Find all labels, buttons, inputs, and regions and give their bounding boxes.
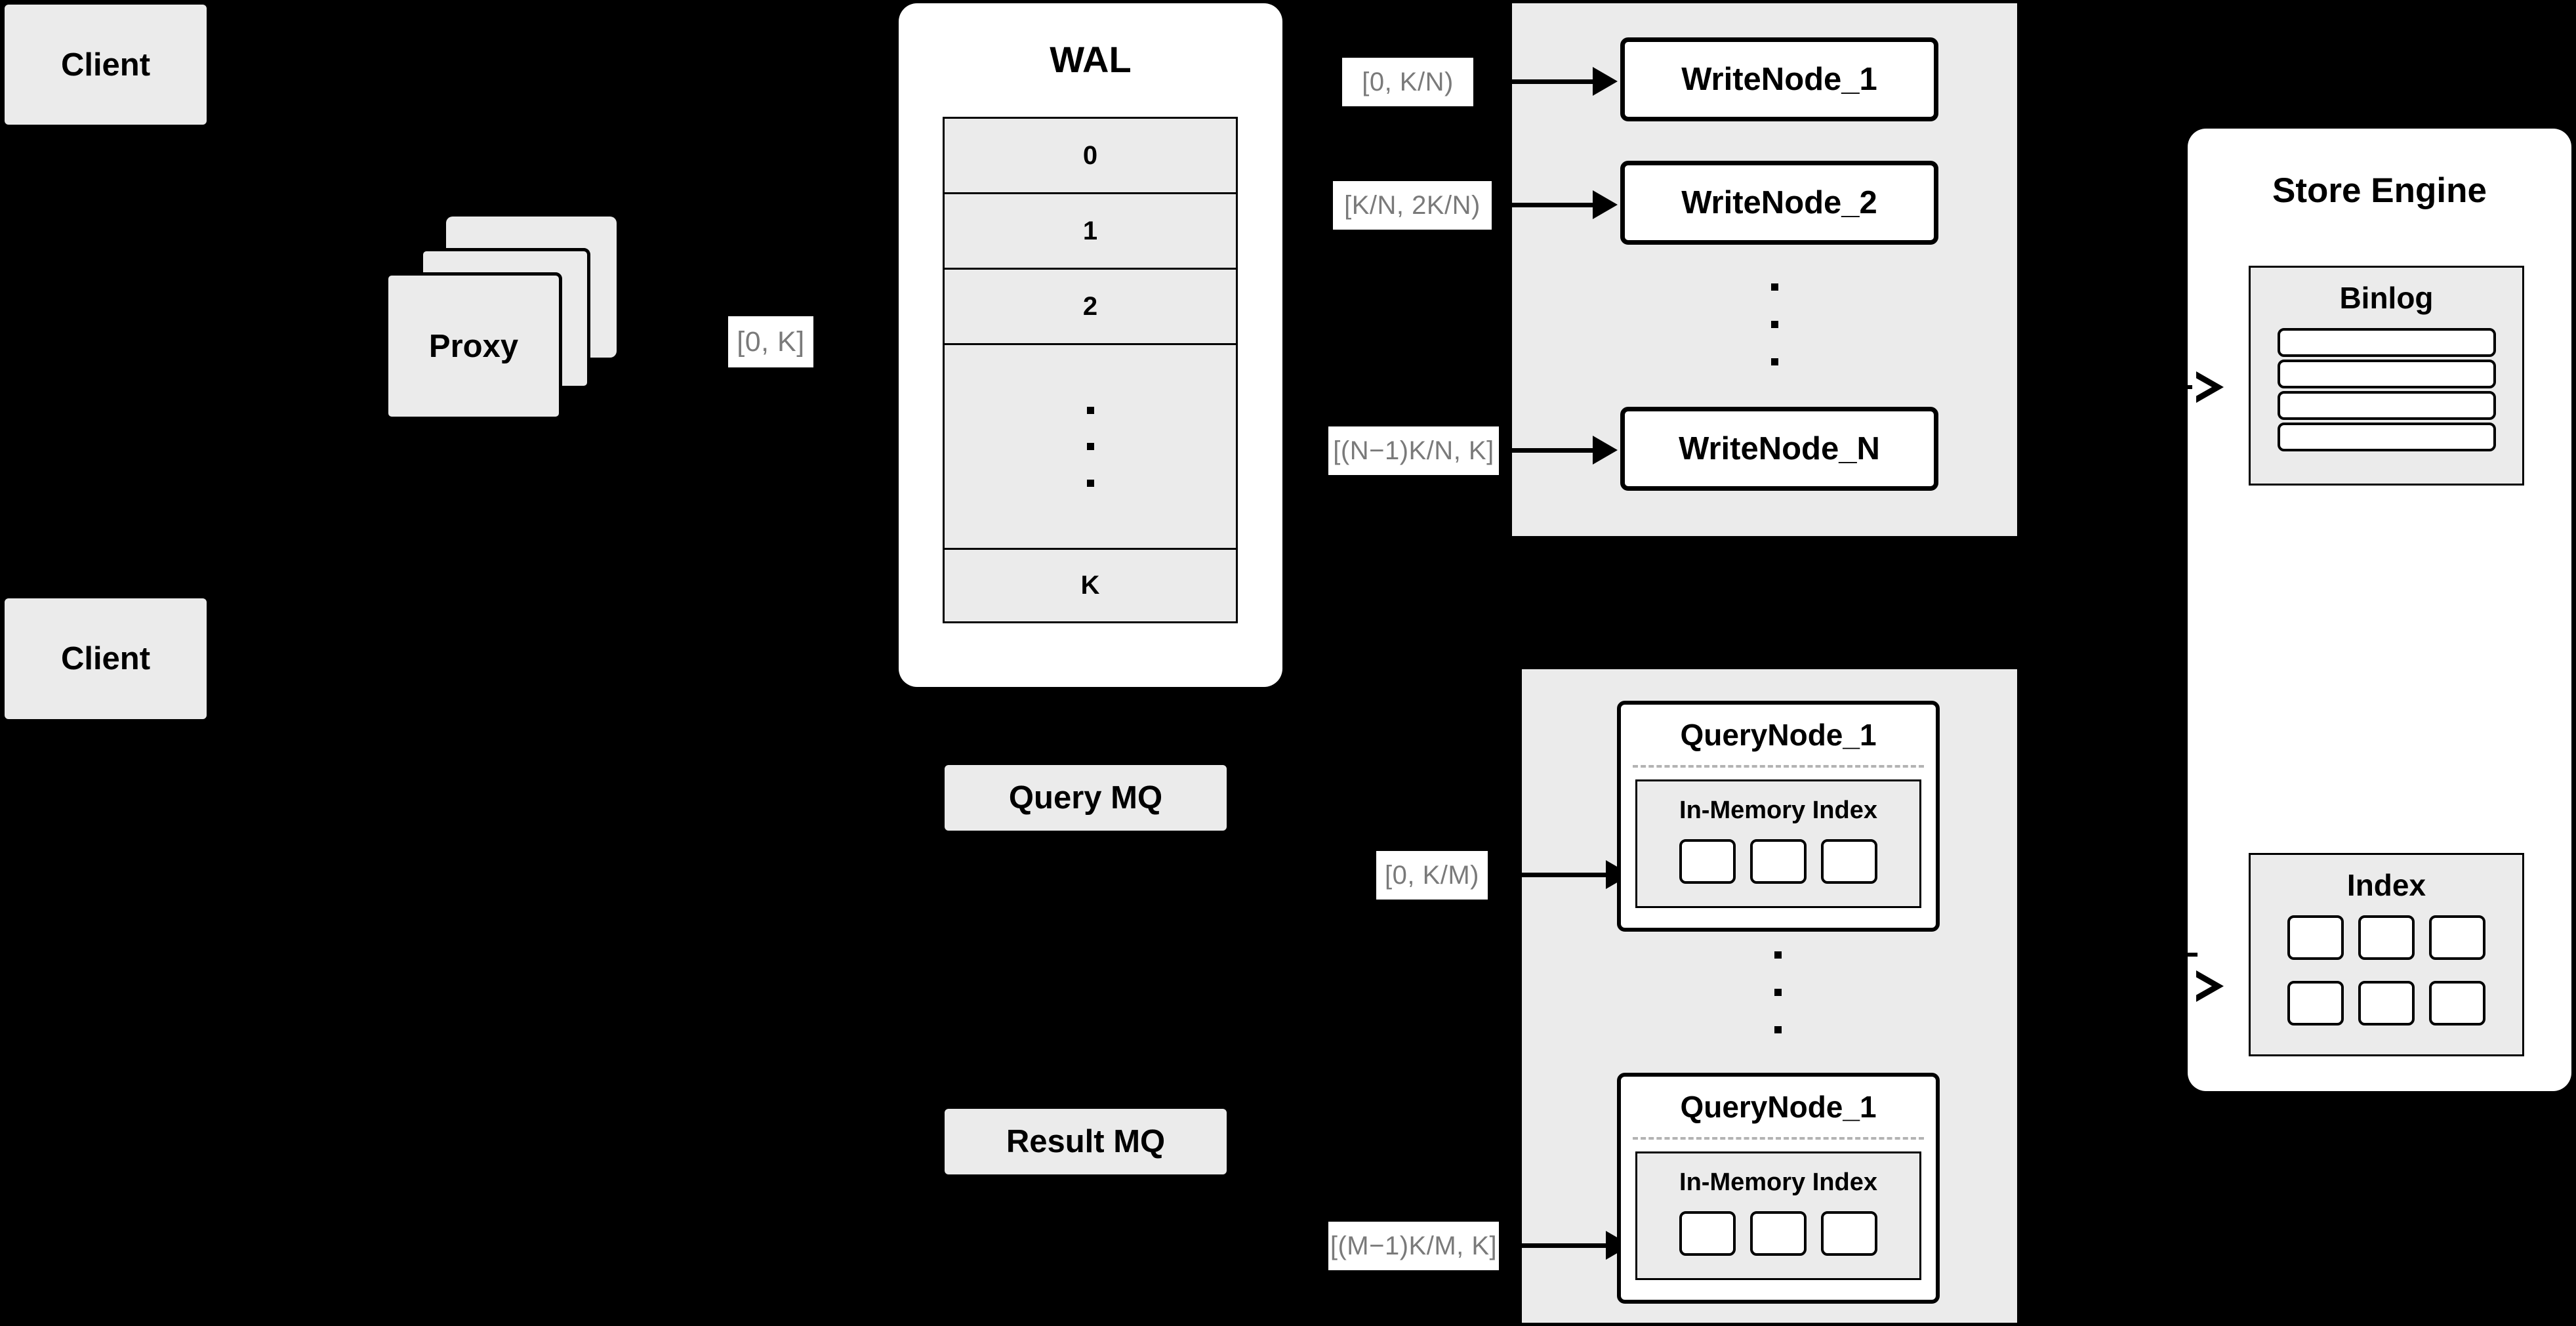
index-cell	[2287, 981, 2344, 1026]
wal-row-k: K	[1080, 571, 1100, 600]
query-node-1[interactable]: QueryNode_1 In-Memory Index	[1617, 701, 1940, 932]
client-box-2[interactable]: Client	[5, 598, 207, 719]
edge-label-proxy-to-wal: [0, K]	[728, 316, 813, 367]
index-title: Index	[2346, 868, 2426, 902]
query-node-m[interactable]: QueryNode_1 In-Memory Index	[1617, 1073, 1940, 1304]
write-node-2[interactable]: WriteNode_2	[1620, 161, 1938, 245]
query-node-m-divider	[1633, 1137, 1924, 1140]
index-cell	[2358, 981, 2415, 1026]
wal-row-2: 2	[945, 270, 1236, 345]
binlog-entry	[2277, 423, 2496, 451]
wal-row-0: 0	[945, 119, 1236, 194]
edge-label-writenode-n: [(N−1)K/N, K]	[1328, 426, 1499, 475]
client-label-2: Client	[60, 641, 151, 676]
edge-label-writenode-1: [0, K/N)	[1342, 58, 1473, 106]
arrow-line-querynode-1	[1522, 873, 1607, 877]
index-cell	[2287, 915, 2344, 960]
query-node-1-in-memory-index: In-Memory Index	[1635, 779, 1921, 908]
index-segment	[1821, 1211, 1877, 1256]
client-label-1: Client	[60, 47, 151, 83]
write-node-1[interactable]: WriteNode_1	[1620, 37, 1938, 121]
arrow-head-writenode-n-icon	[1593, 436, 1618, 465]
in-memory-index-label-2: In-Memory Index	[1679, 1168, 1877, 1196]
wal-row-1: 1	[945, 194, 1236, 270]
edge-label-writenode-2: [K/N, 2K/N)	[1333, 181, 1492, 230]
query-node-vertical-ellipsis-icon	[1774, 951, 1782, 1033]
wal-vertical-ellipsis-icon	[1086, 406, 1094, 487]
index-segment	[1750, 1211, 1807, 1256]
query-node-1-title: QueryNode_1	[1680, 718, 1877, 752]
edge-label-querynode-m: [(M−1)K/M, K]	[1328, 1222, 1499, 1270]
query-node-m-in-memory-index: In-Memory Index	[1635, 1151, 1921, 1280]
index-panel: Index	[2249, 853, 2524, 1056]
arrow-head-to-binlog-icon	[2192, 371, 2224, 403]
query-node-1-divider	[1633, 765, 1924, 768]
arrow-line-writenode-n	[1502, 448, 1594, 453]
binlog-panel: Binlog	[2249, 266, 2524, 486]
index-segment	[1750, 839, 1807, 884]
arrow-line-writenode-1	[1502, 79, 1594, 84]
wal-table: 0 1 2 K	[943, 117, 1238, 623]
binlog-entry	[2277, 328, 2496, 357]
binlog-entry	[2277, 360, 2496, 388]
index-cell	[2429, 981, 2485, 1026]
write-node-vertical-ellipsis-icon	[1771, 283, 1778, 365]
result-mq-box[interactable]: Result MQ	[945, 1109, 1227, 1174]
arrow-line-to-binlog	[2161, 385, 2198, 389]
arrow-head-writenode-2-icon	[1593, 190, 1618, 219]
write-node-n[interactable]: WriteNode_N	[1620, 407, 1938, 491]
binlog-title: Binlog	[2339, 281, 2434, 315]
proxy-label: Proxy	[428, 328, 519, 364]
wal-title: WAL	[1050, 38, 1132, 80]
client-box-1[interactable]: Client	[5, 5, 207, 125]
index-cell	[2358, 915, 2415, 960]
index-segment	[1679, 839, 1736, 884]
query-mq-box[interactable]: Query MQ	[945, 765, 1227, 831]
arrow-line-querynode-m	[1522, 1243, 1607, 1248]
wal-row-ellipsis	[945, 345, 1236, 550]
store-engine-title: Store Engine	[2272, 171, 2487, 210]
edge-label-querynode-1: [0, K/M)	[1376, 851, 1488, 900]
query-node-m-title: QueryNode_1	[1680, 1090, 1877, 1124]
index-segment	[1679, 1211, 1736, 1256]
index-segment	[1821, 839, 1877, 884]
proxy-card-front[interactable]: Proxy	[385, 272, 562, 420]
arrow-head-writenode-1-icon	[1593, 67, 1618, 96]
binlog-entry	[2277, 391, 2496, 420]
index-cell	[2429, 915, 2485, 960]
arrow-line-writenode-2	[1502, 203, 1594, 207]
arrow-line-to-index	[2161, 953, 2198, 957]
in-memory-index-label-1: In-Memory Index	[1679, 796, 1877, 824]
arrow-head-to-index-icon	[2192, 970, 2224, 1002]
